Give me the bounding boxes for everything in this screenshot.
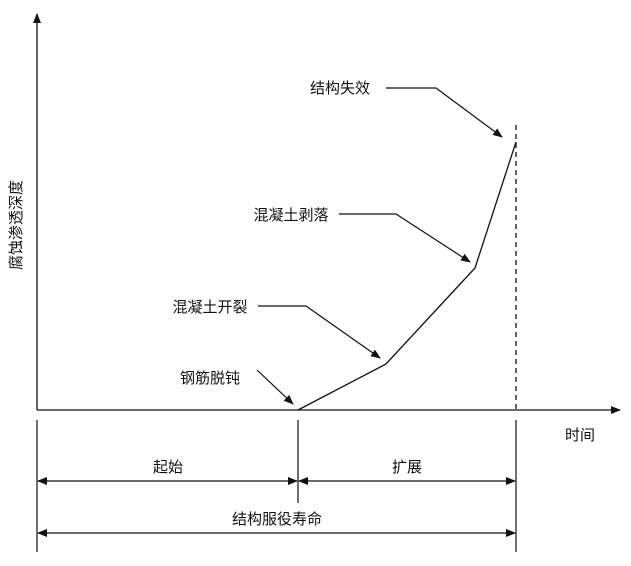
label-cracking: 混凝土开裂 [172,298,247,316]
y-axis-label: 腐蚀渗透深度 [7,180,25,270]
leader-spalling [339,213,471,263]
corrosion-curve [297,141,517,411]
leader-depassivation [256,369,294,405]
label-initiation: 起始 [153,458,183,476]
leader-failure [386,87,503,138]
label-depassivation: 钢筋脱钝 [180,369,240,387]
x-axis-label: 时间 [565,426,595,444]
label-failure: 结构失效 [310,79,370,97]
leader-cracking [258,305,381,359]
label-service-life: 结构服役寿命 [232,510,322,528]
label-propagation: 扩展 [392,458,422,476]
label-spalling: 混凝土剥落 [253,206,328,224]
